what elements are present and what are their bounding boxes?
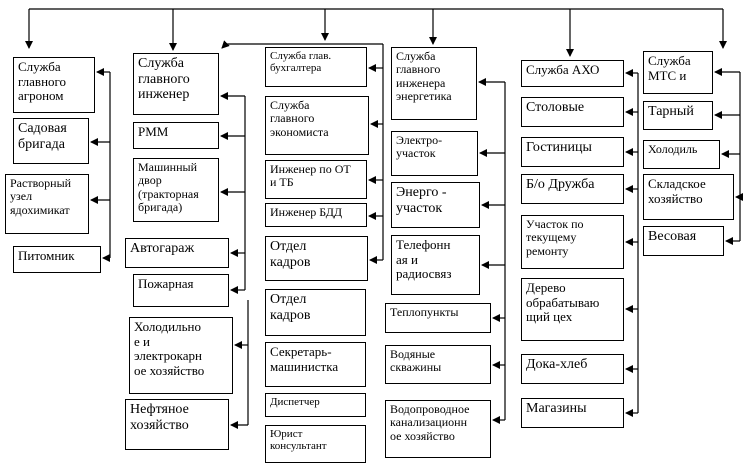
box-secretary: Секретарь- машинистка xyxy=(265,342,366,387)
box-warehouse: Складское хозяйство xyxy=(643,174,734,220)
box-telephone-radio: Телефонн ая и радиосвяз xyxy=(391,235,480,295)
box-chief-engineer: Служба главного инженер xyxy=(133,53,219,115)
box-doka-bread: Дока-хлеб xyxy=(521,354,624,384)
box-nursery: Питомник xyxy=(13,246,101,273)
box-repair-section: Участок по текущему ремонту xyxy=(521,215,624,269)
box-water-sewer: Водопроводное канализационн ое хозяйство xyxy=(385,400,491,458)
box-rmm: РММ xyxy=(133,122,219,149)
box-water-wells: Водяные скважины xyxy=(385,345,491,384)
box-aho: Служба АХО xyxy=(521,60,624,87)
box-bdd-engineer: Инженер БДД xyxy=(265,203,367,227)
box-refrigeration: Холодильно е и электрокарн ое хозяйство xyxy=(129,317,233,394)
box-weighing: Весовая xyxy=(643,226,724,256)
box-oil-facility: Нефтяное хозяйство xyxy=(125,399,229,450)
box-hr-department-2: Отдел кадров xyxy=(265,289,366,336)
box-dispatcher: Диспетчер xyxy=(265,393,366,417)
box-hr-department-1: Отдел кадров xyxy=(265,236,368,281)
box-bo-druzhba: Б/о Дружба xyxy=(521,174,624,204)
connector-arrow xyxy=(221,40,230,49)
box-heat-points: Теплопункты xyxy=(385,303,491,333)
box-energo-section: Энерго - участок xyxy=(391,182,480,228)
box-hotels: Гостиницы xyxy=(521,137,624,167)
box-electro-section: Электро- участок xyxy=(391,131,478,176)
box-cold-storage: Холодиль xyxy=(643,140,720,169)
box-shops: Магазины xyxy=(521,398,624,428)
box-mts: Служба МТС и xyxy=(643,51,713,94)
box-chief-agronomist: Служба главного агроном xyxy=(13,57,95,113)
box-fire-service: Пожарная xyxy=(133,274,229,307)
box-canteens: Столовые xyxy=(521,97,624,127)
box-chief-accountant: Служба глав. бухгалтера xyxy=(265,47,367,87)
box-chief-economist: Служба главного экономиста xyxy=(265,96,369,155)
box-machine-yard: Машинный двор (тракторная бригада) xyxy=(133,158,219,222)
box-chief-power-engineer: Служба главного инженера энергетика xyxy=(391,47,477,120)
box-mortar-unit: Растворный узел ядохимикат xyxy=(5,174,89,234)
box-ot-engineer: Инженер по ОТ и ТБ xyxy=(265,160,367,199)
box-woodwork-shop: Дерево обрабатываю щий цех xyxy=(521,278,624,341)
box-autogarage: Автогараж xyxy=(125,238,229,268)
box-garden-brigade: Садовая бригада xyxy=(13,118,89,164)
box-tare: Тарный xyxy=(643,101,713,130)
box-lawyer: Юрист консультант xyxy=(265,425,366,463)
